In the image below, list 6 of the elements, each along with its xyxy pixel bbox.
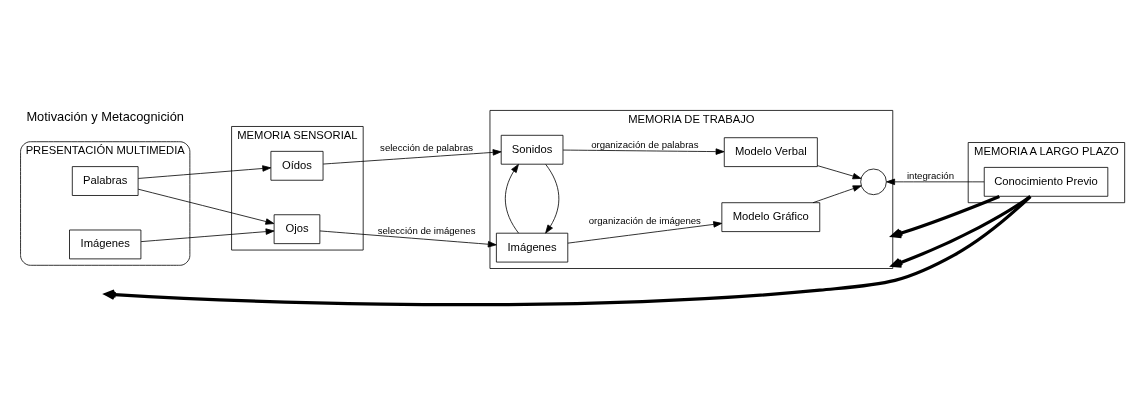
label: Motivación y Metacognición xyxy=(26,108,184,124)
edge-label: organización de imágenes xyxy=(588,215,701,227)
edge-label: organización de palabras xyxy=(591,138,699,150)
edge-label: selección de palabras xyxy=(380,142,474,154)
edge-label: selección de imágenes xyxy=(377,224,476,236)
edge-label: integración xyxy=(906,170,954,182)
